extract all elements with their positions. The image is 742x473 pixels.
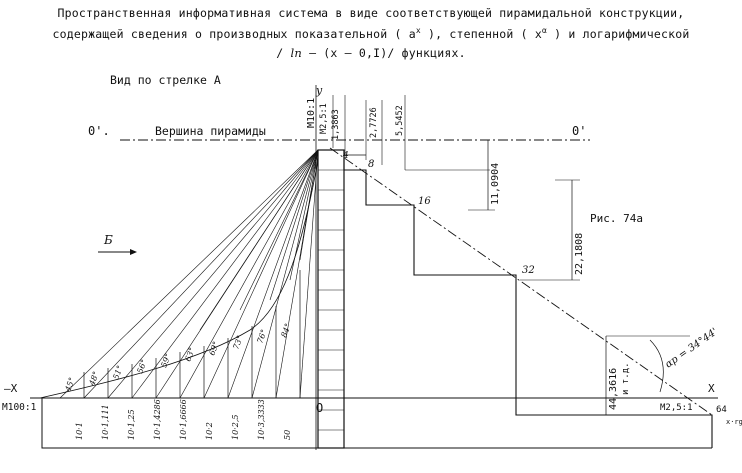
scale-left-bottom: M100:1 [2, 402, 37, 413]
right-end-number: 64 [716, 405, 727, 415]
caption-line-3: / ln – (x – 0,I)/ функциях. [0, 46, 742, 60]
dim-side-2: 22,1808 [574, 233, 585, 275]
caption-ln: ln [290, 46, 302, 60]
dim-top-1: 1,3863 [331, 109, 341, 140]
scale-right-top: M2,5:1 [319, 103, 329, 134]
caption-line-2-c: ) и логарифмической [554, 26, 690, 41]
column-hatching [318, 169, 344, 431]
angle-label-6: 69° [207, 340, 220, 356]
o-prime-right: 0' [572, 124, 586, 138]
fan-ticks [83, 270, 301, 398]
angle-label-5: 63° [183, 346, 196, 362]
param-label-7: 10·3,3333 [257, 399, 266, 440]
dim-low-1: 44,3616 [608, 368, 619, 410]
scale-left-top: M10:1 [306, 98, 317, 128]
step-8: 8 [368, 159, 374, 170]
fan-curve [39, 159, 319, 399]
dim-low-2: и т.д. [621, 362, 631, 395]
angle-label-7: 73° [231, 334, 244, 350]
caption-line-2: содержащей сведения о производных показа… [0, 26, 742, 41]
caption-line-3-b: – (x – 0,I)/ функциях. [309, 46, 466, 60]
figure-label: Рис. 74а [590, 212, 643, 225]
param-label-5: 10·2 [205, 422, 214, 440]
caption-line-1: Пространственная информативная система в… [57, 6, 685, 20]
param-label-3: 10·1,4286 [153, 399, 162, 440]
param-label-1: 10·1,111 [101, 404, 110, 440]
angle-label-0: 45° [63, 376, 77, 393]
angle-label-9: 84° [279, 322, 292, 338]
angle-arc [649, 339, 664, 393]
scale-right-bottom: M2,5:1 [660, 403, 693, 413]
x-axis-pos-label: X [708, 382, 715, 395]
step-16: 16 [418, 196, 431, 207]
param-labels: 10·1 10·1,111 10·1,25 10·1,4286 10·1,6666 10·… [75, 399, 292, 440]
param-label-8: 50 [283, 430, 292, 440]
central-column [317, 149, 345, 449]
right-end-sub: x·rg [726, 418, 742, 426]
dim-side-1: 11,0904 [490, 163, 501, 205]
angle-label-1: 48° [87, 370, 101, 387]
origin-label: O [316, 401, 323, 415]
caption-line-2-a: содержащей сведения о производных показа… [52, 26, 402, 41]
angle-labels: 45°48°51°56°59°63°69°73°76°84° [63, 322, 293, 393]
param-label-2: 10·1,25 [127, 409, 136, 440]
arrow-b-head [130, 249, 137, 255]
caption-sup-alpha: α [541, 26, 547, 35]
y-axis-label: y [315, 84, 323, 97]
caption-sym-a: a [408, 26, 416, 41]
caption-sym-x: x [534, 26, 542, 41]
pyramid-diagonal [329, 147, 713, 416]
step-one: 4 [342, 151, 349, 161]
staircase-outline [343, 150, 713, 448]
fan-rays [59, 149, 319, 399]
apex-label: Вершина пирамиды [155, 124, 266, 138]
param-label-4: 10·1,6666 [179, 399, 188, 440]
o-prime-left: 0'. [88, 124, 110, 138]
angle-label-4: 59° [159, 352, 172, 368]
right-base-block [344, 398, 712, 448]
angle-label: αp = 34°44' [663, 326, 719, 370]
arrow-b-label: Б [103, 233, 113, 247]
dim-top-3: 5,5452 [395, 105, 405, 136]
angle-label-3: 56° [135, 358, 148, 374]
param-label-0: 10·1 [75, 422, 84, 440]
step-32: 32 [522, 265, 535, 276]
view-label: Вид по стрелке А [110, 73, 221, 87]
caption-line-3-a: / [276, 46, 284, 60]
caption-sup-x: x [415, 26, 421, 35]
param-label-6: 10·2,5 [231, 415, 240, 440]
x-axis-neg-label: –X [4, 382, 18, 395]
caption-line-2-b: ), степенной ( [427, 26, 528, 41]
dim-top-2: 2,7726 [369, 107, 379, 138]
